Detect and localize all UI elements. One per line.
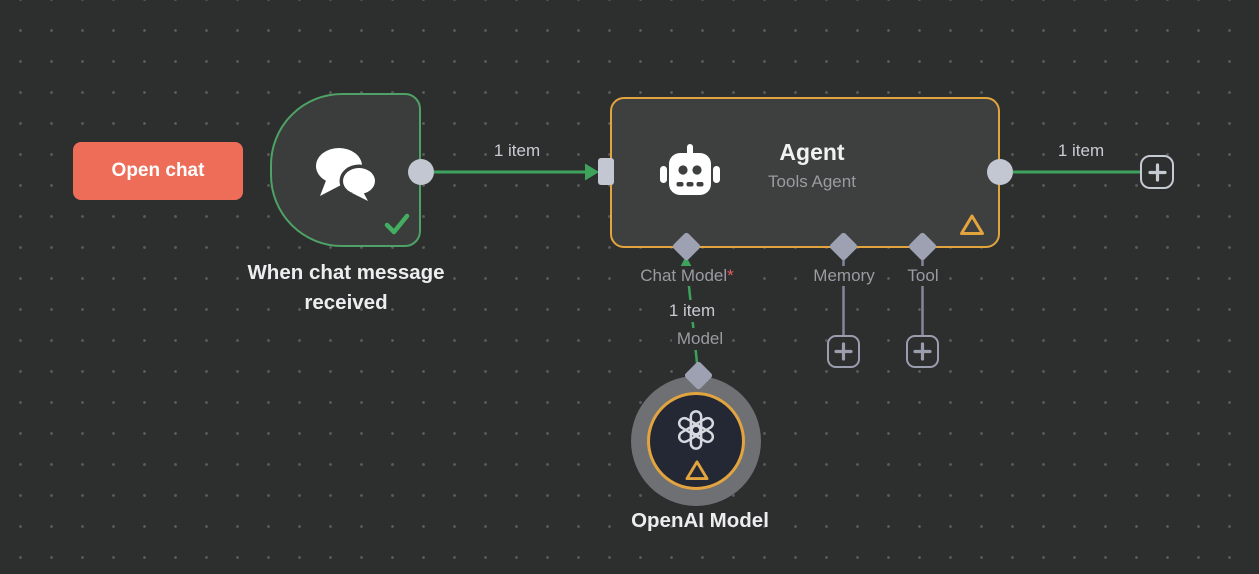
openai-logo-icon [677,410,715,450]
warning-triangle-icon [685,460,709,481]
agent-output-connector[interactable] [987,159,1013,185]
edge-trigger-to-agent[interactable] [434,163,599,181]
agent-subtitle: Tools Agent [768,172,856,191]
add-tool-button[interactable] [906,335,939,368]
port-label-chat-model: Chat Model* [636,266,738,286]
agent-title: Agent [779,139,845,165]
openai-node-label: OpenAI Model [631,509,769,532]
port-label-tool: Tool [903,266,943,286]
trigger-output-connector[interactable] [408,159,434,185]
port-label-memory: Memory [809,266,879,286]
add-memory-button[interactable] [827,335,860,368]
add-next-node-button[interactable] [1140,155,1174,189]
plus-icon [913,342,932,361]
warning-triangle-icon [960,214,984,235]
plus-icon [834,342,853,361]
edge-label-model-items: 1 item [663,300,721,322]
plus-icon [1147,162,1167,182]
edge-label-trigger-items: 1 item [488,140,546,162]
agent-input-connector[interactable] [598,158,614,185]
chat-bubbles-icon [316,148,379,203]
success-check-icon [384,213,410,235]
open-chat-button[interactable]: Open chat [73,142,243,200]
edge-arrow-right-icon [585,163,599,181]
trigger-node-label: When chat message received [247,261,445,314]
edge-label-output-items: 1 item [1052,140,1110,162]
edge-label-model-port: Model [671,328,729,350]
node-openai-model[interactable] [647,392,745,490]
robot-icon [660,144,720,195]
node-agent[interactable]: Agent Tools Agent [610,97,1000,248]
node-chat-trigger[interactable] [270,93,421,247]
required-marker: * [727,266,734,285]
